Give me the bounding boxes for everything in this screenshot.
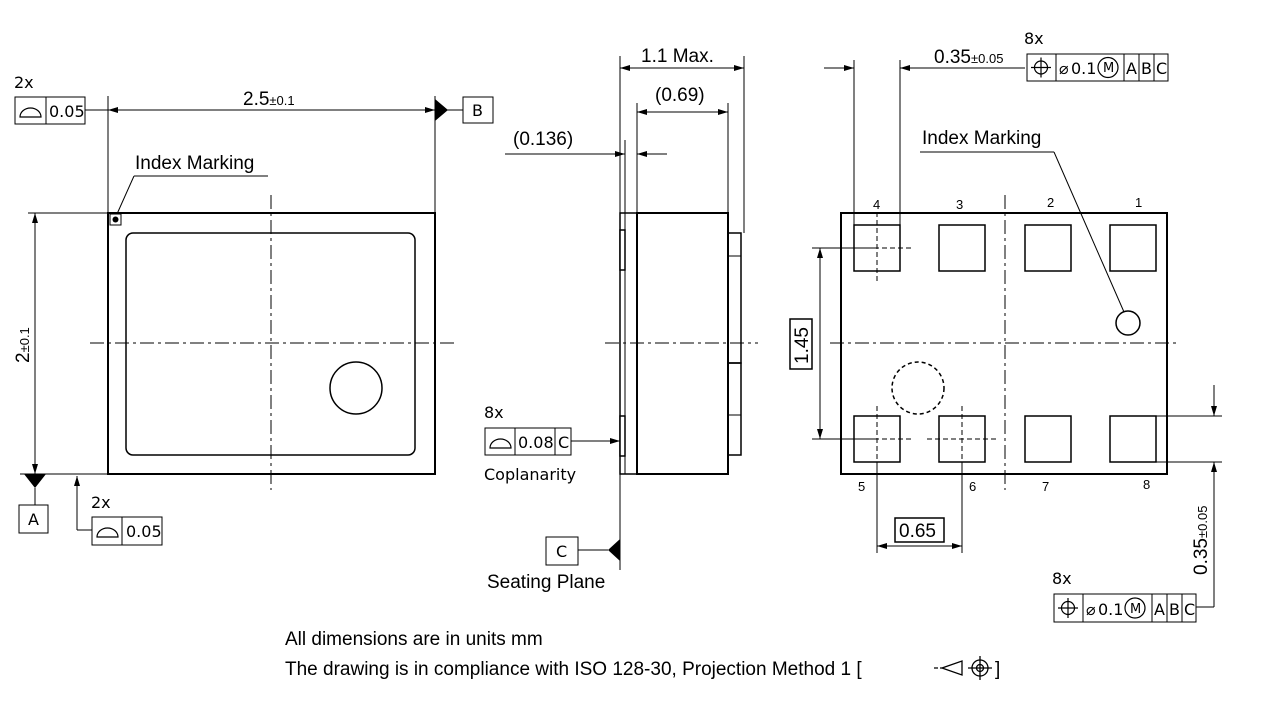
index-marking-bottom-label: Index Marking xyxy=(922,128,1041,149)
mmc-modifier xyxy=(1124,597,1146,619)
pad-number-5: 5 xyxy=(858,479,865,494)
top-view-port-hole xyxy=(329,361,383,415)
flatness-icon xyxy=(96,527,119,538)
datum-a-label: A xyxy=(28,510,39,529)
body-height-label: (0.69) xyxy=(655,85,705,106)
pad-width-dimension: 0.35±0.05 xyxy=(934,47,1003,68)
pad-number-7: 7 xyxy=(1042,479,1049,494)
index-marking-dot xyxy=(109,213,122,226)
flatness-top-count: 2x xyxy=(14,73,34,92)
notes: All dimensions are in units mm The drawi… xyxy=(285,629,1000,680)
pad-number-6: 6 xyxy=(969,479,976,494)
coplanarity-datum: C xyxy=(558,433,569,452)
row-spacing-label: 1.45 xyxy=(792,327,813,364)
bottom-index-circle xyxy=(1115,310,1141,336)
flatness-top-value: 0.05 xyxy=(49,102,85,121)
position-top-datum-b: B xyxy=(1141,59,1152,78)
pad-number-1: 1 xyxy=(1135,195,1142,210)
pitch-box xyxy=(894,517,945,543)
compliance-note-end: ] xyxy=(995,659,1000,680)
datum-b-box xyxy=(462,96,494,124)
mmc-modifier xyxy=(1097,56,1119,79)
coplanarity-caption: Coplanarity xyxy=(484,465,576,484)
pad-1 xyxy=(1109,224,1157,272)
position-bottom-datum-b: B xyxy=(1169,600,1180,619)
position-bottom-datum-a: A xyxy=(1154,600,1165,619)
datum-b-label: B xyxy=(472,101,483,120)
coplanarity-count: 8x xyxy=(484,403,504,422)
compliance-note: The drawing is in compliance with ISO 12… xyxy=(285,659,862,680)
diameter-icon: ⌀ xyxy=(1086,600,1096,619)
pad-height-dimension: 0.35±0.05 xyxy=(1191,506,1212,575)
side-terminal-lower xyxy=(727,362,742,456)
width-dimension: 2.5±0.1 xyxy=(243,89,295,110)
top-view xyxy=(14,96,494,546)
seating-plane-label: Seating Plane xyxy=(487,572,605,593)
bottom-view-labels: 0.35±0.05 8x ⌀ 0.1 M A B C Index Marking… xyxy=(792,29,1212,619)
bottom-view xyxy=(789,53,1222,623)
pad-number-2: 2 xyxy=(1047,195,1054,210)
position-top-modifier: M xyxy=(1103,61,1114,76)
position-top-count: 8x xyxy=(1024,29,1044,48)
flatness-icon xyxy=(19,107,42,118)
pad-2 xyxy=(1024,224,1072,272)
coplanarity-value: 0.08 xyxy=(518,433,554,452)
row-spacing-box xyxy=(789,318,813,370)
side-pad-bottom xyxy=(619,415,626,457)
position-bottom-count: 8x xyxy=(1052,569,1072,588)
datum-c-label: C xyxy=(556,542,567,561)
top-view-labels: 2x 0.05 2.5±0.1 B Index Marking 2±0.1 A … xyxy=(13,73,483,541)
pad-thickness-label: (0.136) xyxy=(513,129,573,150)
pad-number-3: 3 xyxy=(956,197,963,212)
diameter-icon: ⌀ xyxy=(1059,59,1069,78)
projection-method-icon xyxy=(934,656,992,680)
index-marking-top-label: Index Marking xyxy=(135,153,254,174)
pad-number-4: 4 xyxy=(873,197,880,212)
side-view-labels: 1.1 Max. (0.69) (0.136) 8x 0.08 C Coplan… xyxy=(484,46,714,593)
flatness-icon xyxy=(489,438,512,449)
position-top-datum-a: A xyxy=(1126,59,1137,78)
side-pad-top xyxy=(619,229,626,271)
pad-8 xyxy=(1109,415,1157,463)
datum-c-box xyxy=(545,536,579,566)
units-note: All dimensions are in units mm xyxy=(285,629,543,650)
flatness-bottom-value: 0.05 xyxy=(126,522,162,541)
position-bottom-value: 0.1 xyxy=(1098,600,1123,619)
side-view xyxy=(484,56,758,570)
position-bottom-datum-c: C xyxy=(1184,600,1195,619)
height-dimension: 2±0.1 xyxy=(13,327,34,363)
pad-7 xyxy=(1024,415,1072,463)
position-bottom-modifier: M xyxy=(1130,602,1141,617)
flatness-bottom-count: 2x xyxy=(91,493,111,512)
bottom-port-hidden xyxy=(891,361,945,415)
position-top-value: 0.1 xyxy=(1071,59,1096,78)
position-icon xyxy=(1058,598,1078,618)
pitch-label: 0.65 xyxy=(899,521,936,542)
datum-a-box xyxy=(18,504,49,534)
position-top-datum-c: C xyxy=(1156,59,1167,78)
pad-number-8: 8 xyxy=(1143,477,1150,492)
pad-3 xyxy=(938,224,986,272)
max-height-label: 1.1 Max. xyxy=(641,46,714,67)
position-icon xyxy=(1031,57,1051,78)
